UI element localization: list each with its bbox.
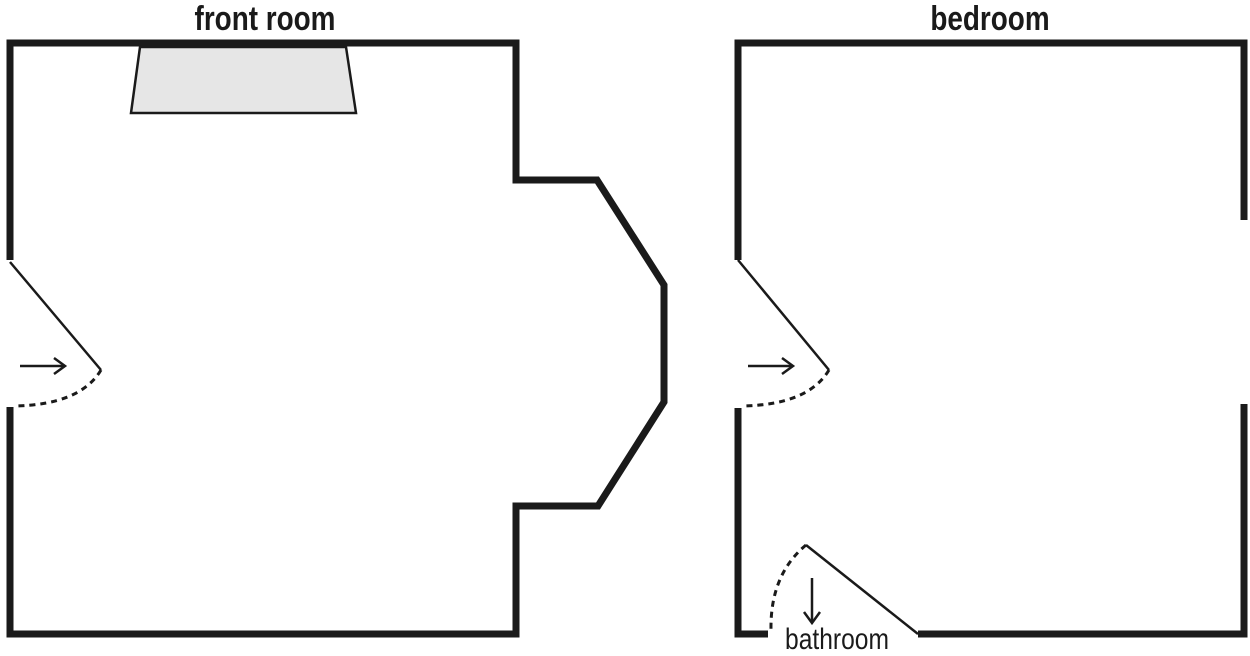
bathroom-door-leaf	[805, 544, 919, 635]
front-room-door-swing	[13, 369, 103, 408]
bedroom-wall-right-lower	[918, 404, 1248, 638]
front-room	[6, 39, 668, 638]
bathroom-label: bathroom	[785, 623, 889, 656]
front-room-title: front room	[194, 0, 336, 38]
front-room-wall	[6, 39, 668, 638]
arrow-down-icon	[802, 578, 822, 626]
arrow-right-icon	[20, 356, 68, 376]
bedroom-wall-main	[734, 39, 1248, 260]
bedroom-door-swing	[741, 369, 831, 408]
arrow-right-icon	[748, 356, 796, 376]
bedroom-title: bedroom	[930, 0, 1050, 38]
bedroom	[734, 39, 1248, 638]
bedroom-door-leaf	[737, 259, 830, 371]
front-room-door-leaf	[9, 261, 102, 371]
bedroom-wall-left-lower	[734, 408, 768, 638]
bathroom-door-swing	[769, 543, 807, 631]
fireplace	[129, 45, 358, 115]
